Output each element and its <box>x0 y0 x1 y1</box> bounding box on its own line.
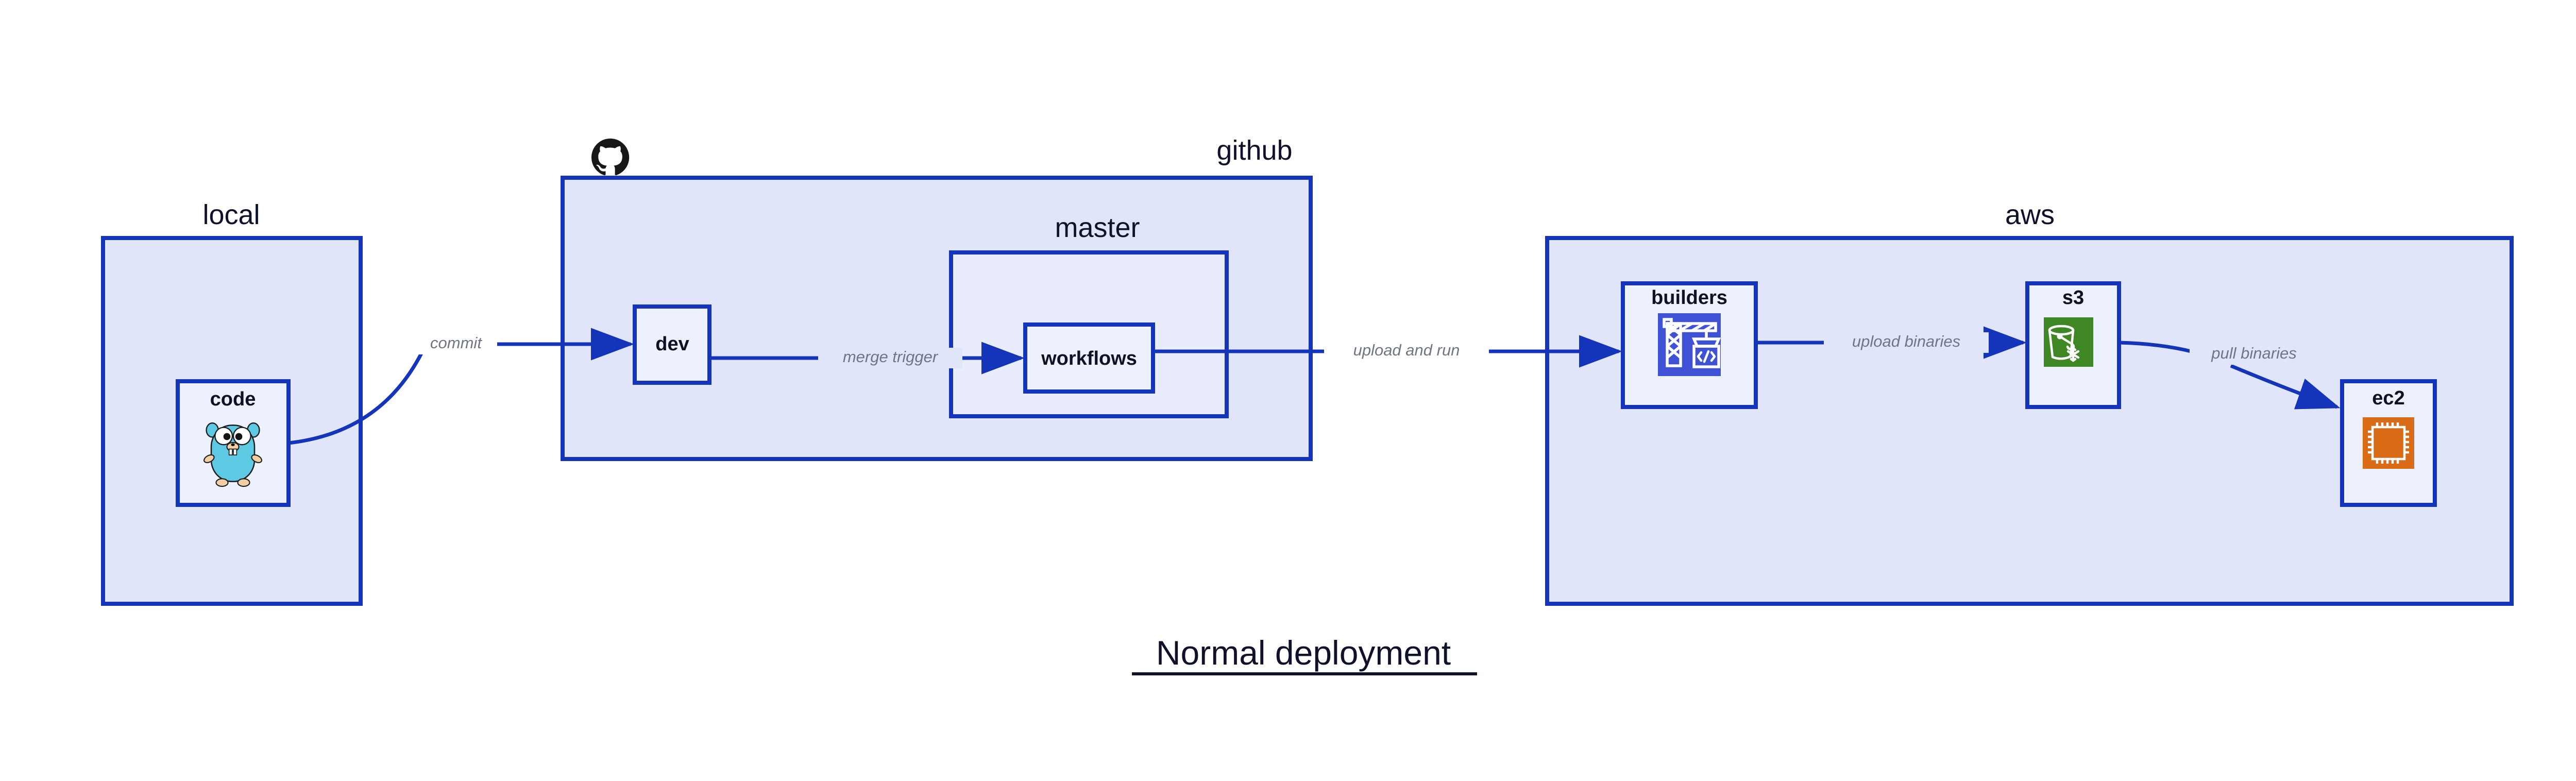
edge-label-merge-trigger: merge trigger <box>843 348 939 366</box>
edge-upload-binaries: upload binaries <box>1756 326 2027 359</box>
group-aws: aws builders <box>1545 199 2514 606</box>
edge-label-commit: commit <box>430 334 482 352</box>
node-builders-label: builders <box>1651 287 1727 309</box>
aws-s3-glacier-bucket-icon <box>2044 317 2093 367</box>
node-workflows[interactable]: workflows <box>1023 322 1155 394</box>
github-octocat-logo <box>591 138 630 176</box>
aws-builders-crane-icon <box>1658 313 1721 376</box>
node-ec2-label: ec2 <box>2372 387 2404 409</box>
diagram-title: Normal deployment <box>1132 634 1477 675</box>
group-label-aws: aws <box>2005 199 2055 230</box>
edge-pull-binaries: pull binaries <box>2119 341 2341 410</box>
edge-label-upload-binaries: upload binaries <box>1852 332 1960 350</box>
edge-merge-trigger: merge trigger <box>709 342 1025 375</box>
edge-upload-and-run: upload and run <box>1153 335 1622 368</box>
node-code[interactable]: code <box>176 379 291 507</box>
edge-commit: commit <box>288 328 634 445</box>
node-s3[interactable]: s3 <box>2025 281 2121 409</box>
node-dev[interactable]: dev <box>633 304 711 385</box>
node-ec2[interactable]: ec2 <box>2340 379 2437 507</box>
diagram-title-underline <box>1132 672 1477 675</box>
subgroup-label-master: master <box>1055 212 1140 243</box>
group-github: github dev master workflows <box>561 135 1313 461</box>
subgroup-master: master workflows <box>949 212 1229 418</box>
group-label-github: github <box>1216 135 1292 166</box>
node-code-label: code <box>210 388 256 410</box>
edges-layer: commit merge trigger upload and run uplo… <box>288 326 2341 445</box>
node-dev-label: dev <box>655 333 689 355</box>
node-s3-label: s3 <box>2062 287 2084 309</box>
node-workflows-label: workflows <box>1041 348 1137 369</box>
aws-ec2-chip-icon <box>2363 417 2414 469</box>
go-gopher-icon <box>204 422 262 487</box>
node-workflows-rect[interactable] <box>1023 322 1155 394</box>
edge-label-upload-and-run: upload and run <box>1353 341 1460 359</box>
node-builders[interactable]: builders <box>1621 281 1758 409</box>
diagram-title-text: Normal deployment <box>1156 634 1451 672</box>
node-dev-rect[interactable] <box>633 304 711 385</box>
group-label-local: local <box>202 199 260 230</box>
edge-label-pull-binaries: pull binaries <box>2211 344 2296 362</box>
group-local: local code <box>101 199 363 606</box>
